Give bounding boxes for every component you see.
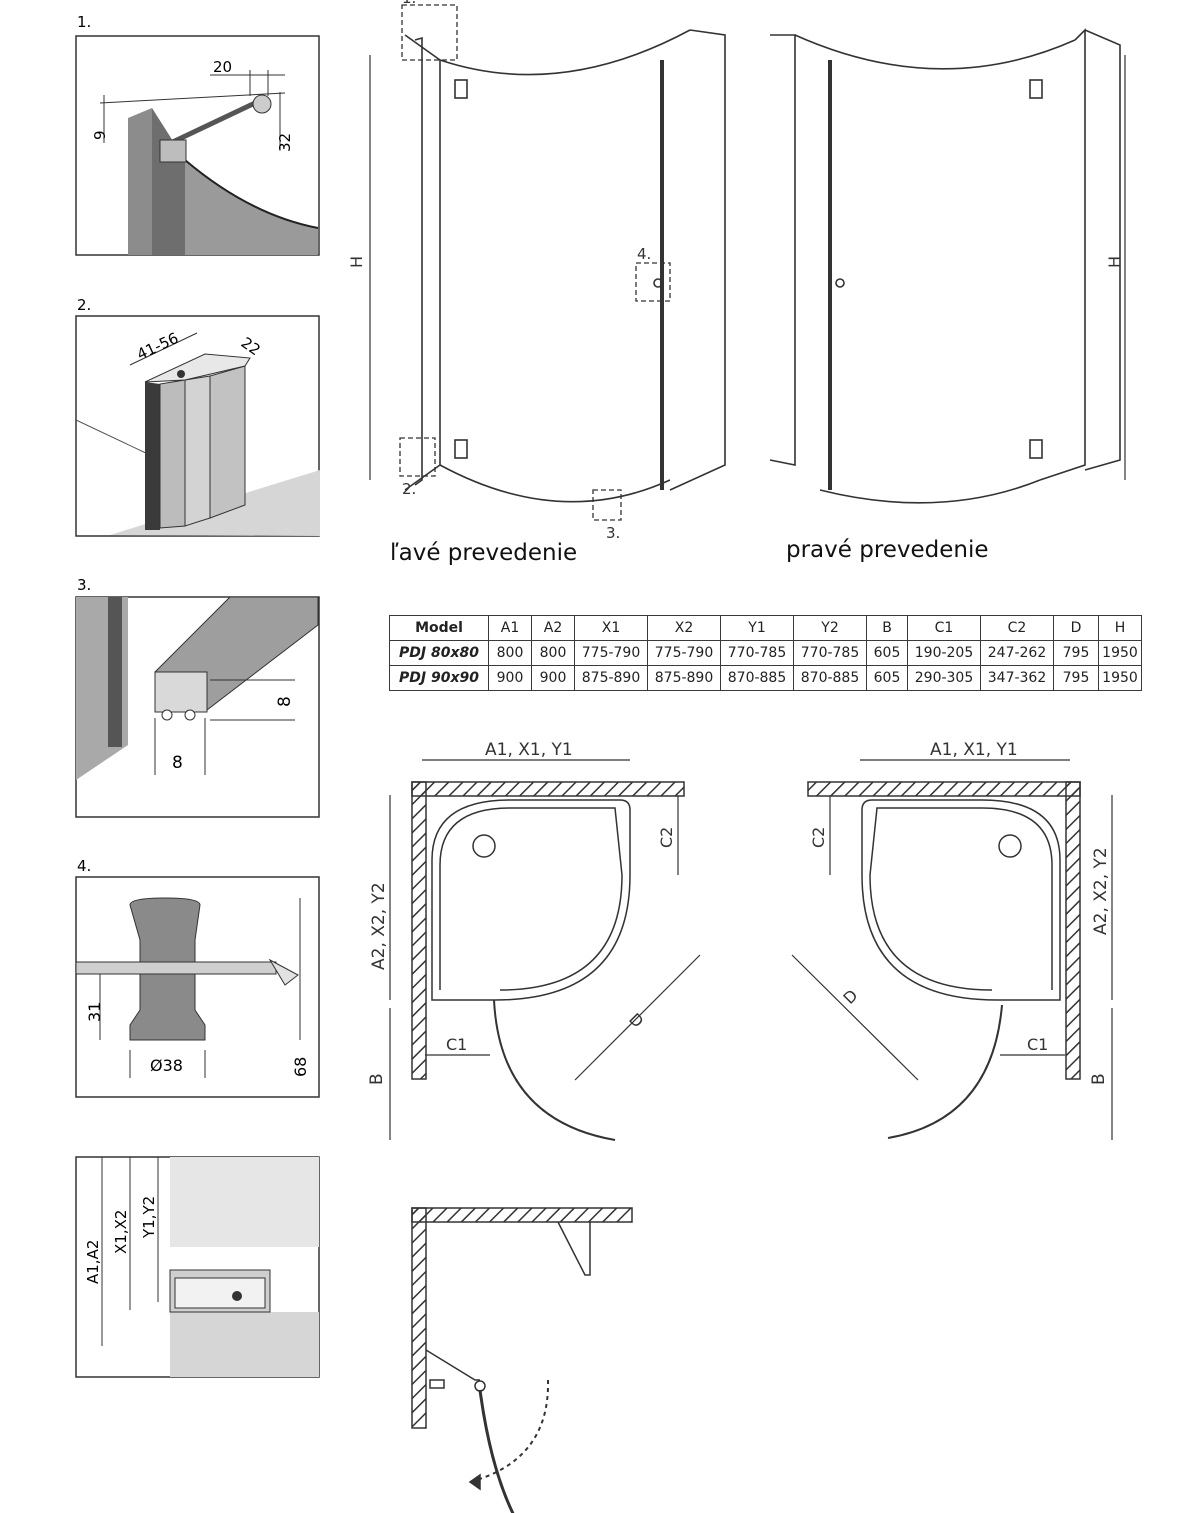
dim-y1-y2: Y1,Y2 [140, 1196, 158, 1239]
table-cell: 605 [866, 640, 908, 666]
dim-8-horizontal: 8 [172, 753, 183, 773]
panel-number-4: 4. [77, 857, 91, 875]
panel-number-2: 2. [77, 296, 91, 314]
table-cell: 800 [531, 640, 575, 666]
plan-c2-right: C2 [809, 827, 828, 848]
right-version-caption: pravé prevedenie [786, 537, 989, 563]
table-cell: 795 [1053, 665, 1099, 691]
table-cell: 875-890 [574, 665, 648, 691]
header-c2: C2 [980, 615, 1054, 641]
plan-d-left: D [625, 1009, 647, 1031]
table-cell: 900 [488, 665, 532, 691]
callout-2-left: 2. [402, 480, 416, 498]
table-cell: 290-305 [907, 665, 981, 691]
detail-panel-3: 3. 8 8 [75, 576, 320, 818]
dim-68: 68 [291, 1057, 310, 1077]
table-cell: 605 [866, 665, 908, 691]
table-cell: 870-885 [720, 665, 794, 691]
table-cell: 775-790 [574, 640, 648, 666]
header-d: D [1053, 615, 1099, 641]
table-cell: 190-205 [907, 640, 981, 666]
elevation-views: H 1. 2. 3. 4. H [347, 0, 1126, 542]
header-b: B [866, 615, 908, 641]
dimension-table: Model A1 A2 X1 X2 Y1 Y2 B C1 C2 D H PDJ … [389, 615, 1142, 691]
callout-4-left: 4. [637, 245, 651, 263]
header-y2: Y2 [793, 615, 867, 641]
dim-32: 32 [276, 133, 294, 152]
header-a2: A2 [531, 615, 575, 641]
header-x2: X2 [647, 615, 721, 641]
detail-panel-5: A1,A2 X1,X2 Y1,Y2 [75, 1156, 320, 1378]
dim-8-vertical: 8 [275, 696, 295, 707]
table-cell: PDJ 90x90 [389, 665, 489, 691]
plan-views: A1, X1, Y1 A2, X2, Y2 B C1 C2 D A1, X1, … [367, 740, 1113, 1513]
dim-9: 9 [91, 130, 109, 140]
table-cell: 347-362 [980, 665, 1054, 691]
table-cell: 1950 [1098, 640, 1142, 666]
table-cell: 770-785 [793, 640, 867, 666]
table-cell: 900 [531, 665, 575, 691]
panel-number-1: 1. [77, 13, 91, 31]
dim-20: 20 [213, 58, 232, 76]
plan-right: A1, X1, Y1 A2, X2, Y2 B C1 C2 D [791, 740, 1113, 1140]
callout-3-left: 3. [606, 524, 620, 542]
header-a1: A1 [488, 615, 532, 641]
table-cell: 795 [1053, 640, 1099, 666]
header-model: Model [389, 615, 489, 641]
callout-1-left: 1. [402, 0, 416, 7]
plan-top-dim-left: A1, X1, Y1 [485, 740, 573, 760]
header-y1: Y1 [720, 615, 794, 641]
plan-c1-right: C1 [1027, 1035, 1048, 1054]
elevation-right: H [769, 28, 1126, 504]
table-cell: 1950 [1098, 665, 1142, 691]
table-cell: 770-785 [720, 640, 794, 666]
plan-b-left: B [367, 1073, 387, 1085]
header-x1: X1 [574, 615, 648, 641]
table-cell: 800 [488, 640, 532, 666]
table-cell: 247-262 [980, 640, 1054, 666]
plan-left: A1, X1, Y1 A2, X2, Y2 B C1 C2 D [367, 740, 701, 1141]
table-cell: 870-885 [793, 665, 867, 691]
panel-number-3: 3. [77, 576, 91, 594]
plan-c1-left: C1 [446, 1035, 467, 1054]
table-header-row: Model A1 A2 X1 X2 Y1 Y2 B C1 C2 D H [389, 615, 1142, 641]
dim-diameter-38: Ø38 [150, 1056, 183, 1075]
elevation-left: H 1. 2. 3. 4. [347, 0, 726, 542]
table-cell: PDJ 80x80 [389, 640, 489, 666]
table-cell: 875-890 [647, 665, 721, 691]
table-cell: 775-790 [647, 640, 721, 666]
plan-b-right: B [1089, 1073, 1109, 1085]
detail-panel-1: 1. 20 9 32 [75, 13, 320, 256]
door-swing-detail [411, 1207, 633, 1513]
header-c1: C1 [907, 615, 981, 641]
dim-x1-x2: X1,X2 [112, 1210, 130, 1254]
table-row: PDJ 90x90 900 900 875-890 875-890 870-88… [389, 665, 1142, 691]
left-version-caption: ľavé prevedenie [390, 540, 578, 566]
dim-a1-a2: A1,A2 [84, 1240, 102, 1284]
plan-c2-left: C2 [657, 827, 676, 848]
plan-top-dim-right: A1, X1, Y1 [930, 740, 1018, 760]
height-label-right: H [1105, 256, 1124, 268]
dim-31: 31 [85, 1002, 104, 1022]
detail-panel-4: 4. 31 Ø38 68 [75, 857, 320, 1098]
table-row: PDJ 80x80 800 800 775-790 775-790 770-78… [389, 640, 1142, 666]
plan-side-dim-right: A2, X2, Y2 [1091, 847, 1111, 935]
header-h: H [1098, 615, 1142, 641]
plan-side-dim-left: A2, X2, Y2 [369, 882, 389, 970]
detail-panels: 1. 20 9 32 2. 41-56 22 3. [75, 13, 320, 1378]
height-label-left: H [347, 256, 366, 268]
detail-panel-2: 2. 41-56 22 [75, 296, 320, 537]
